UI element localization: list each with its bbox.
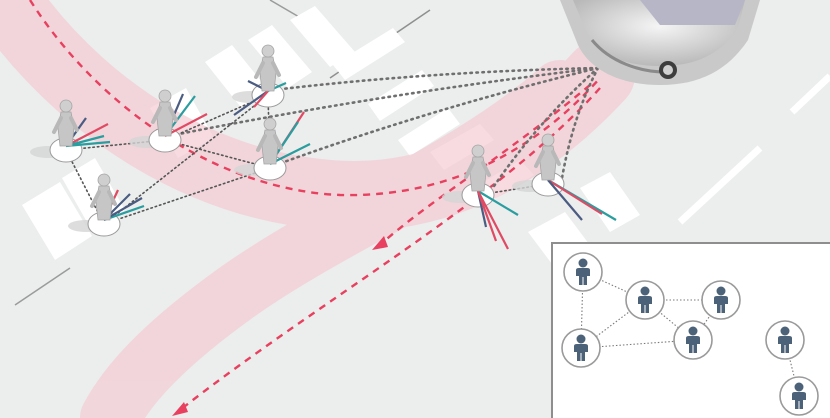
car-trajectories (28, 0, 601, 411)
person-icon (563, 252, 603, 292)
person-icon (779, 376, 819, 416)
pedestrian-icon (512, 133, 617, 221)
car-icon (560, 0, 760, 85)
prediction-arrow (547, 179, 603, 215)
pedestrian-link (164, 94, 269, 141)
pedestrian-link (103, 167, 271, 225)
person-icon (701, 280, 741, 320)
prediction-arrow (477, 190, 509, 250)
interaction-graph-panel (551, 242, 830, 418)
prediction-arrow (547, 179, 583, 221)
person-icon (561, 328, 601, 368)
prediction-arrow (103, 204, 145, 222)
lane-line (789, 73, 830, 115)
prediction-arrow (65, 140, 111, 148)
pedestrian-icon (442, 144, 519, 250)
pedestrian-icon (129, 89, 208, 153)
crosswalk-top (205, 6, 460, 156)
interaction-graph (561, 252, 819, 416)
vehicle-link (177, 66, 600, 136)
prediction-arrow (253, 90, 269, 108)
prediction-arrow (164, 113, 208, 137)
pedestrian-icon (232, 44, 287, 116)
curb-line (14, 267, 71, 306)
vehicle-link (282, 66, 600, 164)
vehicle-link (490, 66, 600, 191)
pedestrian-link (164, 139, 271, 169)
vehicle-links (177, 66, 600, 191)
prediction-arrow (65, 123, 109, 147)
prediction-arrow (233, 90, 269, 116)
prediction-arrow (476, 190, 498, 242)
prediction-arrow (477, 190, 519, 216)
pedestrian-icon (234, 111, 311, 181)
pedestrian-link (103, 94, 269, 225)
person-icon (625, 280, 665, 320)
pedestrian-icon (68, 173, 145, 237)
graph-edge (784, 339, 800, 397)
lane-line (677, 145, 763, 225)
vehicle-link (280, 66, 600, 91)
pedestrians (30, 44, 617, 250)
pedestrian-icon (30, 99, 111, 163)
person-icon (765, 320, 805, 360)
graph-nodes (561, 252, 819, 416)
person-icon (673, 320, 713, 360)
vehicle-link (560, 66, 600, 180)
trajectory-arrowheads (172, 236, 388, 416)
